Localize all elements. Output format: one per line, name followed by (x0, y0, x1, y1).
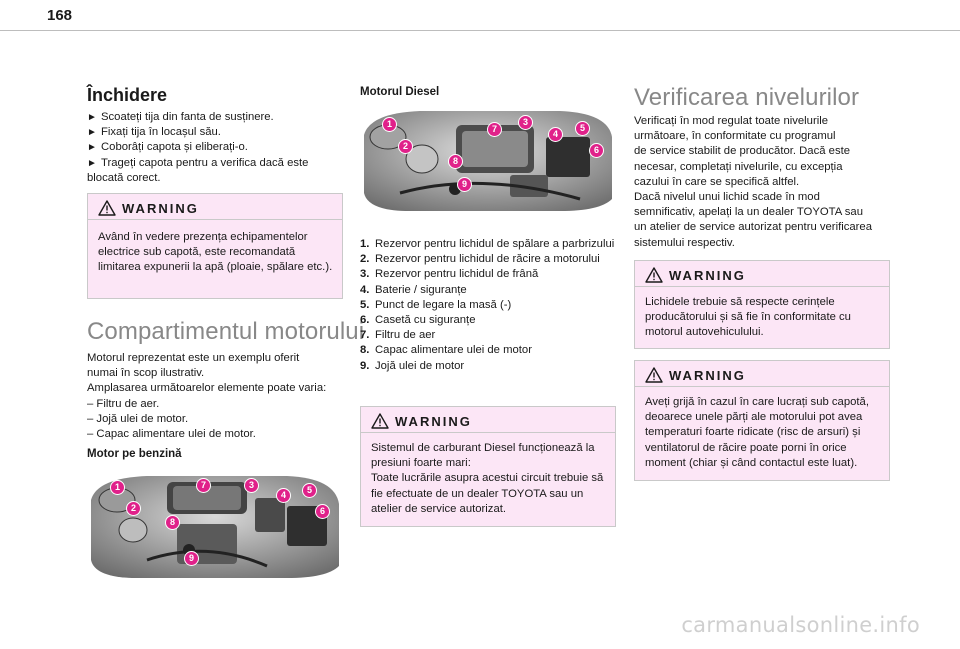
diesel-callout-9: 9 (457, 177, 472, 192)
list-item: 5.Punct de legare la masă (-) (360, 298, 512, 311)
arrow-icon: ► (87, 127, 97, 139)
page-number: 168 (47, 7, 73, 24)
warning-header: WARNING (88, 194, 342, 220)
warning-title: WARNING (122, 201, 199, 216)
list-item: 8.Capac alimentare ulei de motor (360, 344, 532, 357)
arrow-icon: ► (87, 157, 97, 169)
petrol-callout-5: 5 (302, 483, 317, 498)
warning-box-electrical: WARNING Având în vedere prezența echipam… (87, 193, 343, 299)
list-item: 2.Rezervor pentru lichidul de răcire a m… (360, 253, 600, 266)
warning-box-fluids: WARNING Lichidele trebuie să respecte ce… (634, 260, 890, 349)
step-item: ►Fixați tija în locașul său. (87, 125, 347, 140)
warning-text: Lichidele trebuie să respecte cerințele … (645, 296, 851, 339)
step-item: ►Trageți capota pentru a verifica dacă e… (87, 156, 309, 184)
warning-title: WARNING (669, 368, 746, 383)
warning-text: Având în vedere prezența echipamentelor … (98, 231, 333, 274)
warning-triangle-icon (371, 413, 389, 429)
warning-text: Sistemul de carburant Diesel funcționeaz… (371, 442, 604, 515)
level-check-paragraph: Verificați în mod regulat toate niveluri… (634, 115, 872, 249)
warning-triangle-icon (98, 200, 116, 216)
warning-header: WARNING (635, 261, 889, 287)
component-list: 1.Rezervor pentru lichidul de spălare a … (360, 237, 622, 374)
petrol-callout-9: 9 (184, 551, 199, 566)
petrol-engine-diagram (87, 470, 343, 580)
list-item: 6.Casetă cu siguranțe (360, 314, 476, 327)
warning-box-diesel: WARNING Sistemul de carburant Diesel fun… (360, 406, 616, 527)
petrol-engine-illustration (91, 476, 339, 578)
diesel-callout-4: 4 (548, 127, 563, 142)
petrol-callout-4: 4 (276, 488, 291, 503)
petrol-engine-heading: Motor pe benzină (87, 448, 182, 460)
list-item: 7.Filtru de aer (360, 329, 436, 342)
warning-header: WARNING (635, 361, 889, 387)
petrol-callout-2: 2 (126, 501, 141, 516)
diesel-callout-5: 5 (575, 121, 590, 136)
petrol-callout-3: 3 (244, 478, 259, 493)
diesel-callout-6: 6 (589, 143, 604, 158)
closing-steps: ►Scoateți tija din fanta de susținere. ►… (87, 110, 347, 186)
arrow-icon: ► (87, 112, 97, 123)
diesel-engine-heading: Motorul Diesel (360, 86, 440, 98)
warning-title: WARNING (395, 414, 472, 429)
engine-compartment-heading: Compartimentul motorului (87, 318, 365, 345)
engine-intro: Motorul reprezentat este un exemplu ofer… (87, 352, 327, 441)
diesel-callout-2: 2 (398, 139, 413, 154)
closing-heading: Închidere (87, 85, 168, 105)
list-item: 4.Baterie / siguranțe (360, 283, 467, 296)
step-item: ►Coborâți capota și eliberați-o. (87, 140, 347, 155)
level-check-heading: Verificarea nivelurilor (634, 84, 860, 111)
petrol-callout-8: 8 (165, 515, 180, 530)
watermark: carmanualsonline.info (681, 613, 920, 637)
diesel-callout-8: 8 (448, 154, 463, 169)
diesel-callout-7: 7 (487, 122, 502, 137)
header-rule (0, 30, 960, 31)
diesel-callout-3: 3 (518, 115, 533, 130)
list-item: 1.Rezervor pentru lichidul de spălare a … (360, 238, 615, 250)
warning-text: Aveți grijă în cazul în care lucrați sub… (645, 396, 869, 469)
warning-header: WARNING (361, 407, 615, 433)
warning-triangle-icon (645, 367, 663, 383)
warning-triangle-icon (645, 267, 663, 283)
arrow-icon: ► (87, 142, 97, 154)
petrol-callout-6: 6 (315, 504, 330, 519)
petrol-callout-1: 1 (110, 480, 125, 495)
warning-box-hot-parts: WARNING Aveți grijă în cazul în care luc… (634, 360, 890, 481)
petrol-callout-7: 7 (196, 478, 211, 493)
list-item: 9.Jojă ulei de motor (360, 359, 465, 372)
list-item: 3.Rezervor pentru lichidul de frână (360, 268, 539, 281)
warning-title: WARNING (669, 268, 746, 283)
step-item: ►Scoateți tija din fanta de susținere. (87, 110, 347, 125)
diesel-callout-1: 1 (382, 117, 397, 132)
